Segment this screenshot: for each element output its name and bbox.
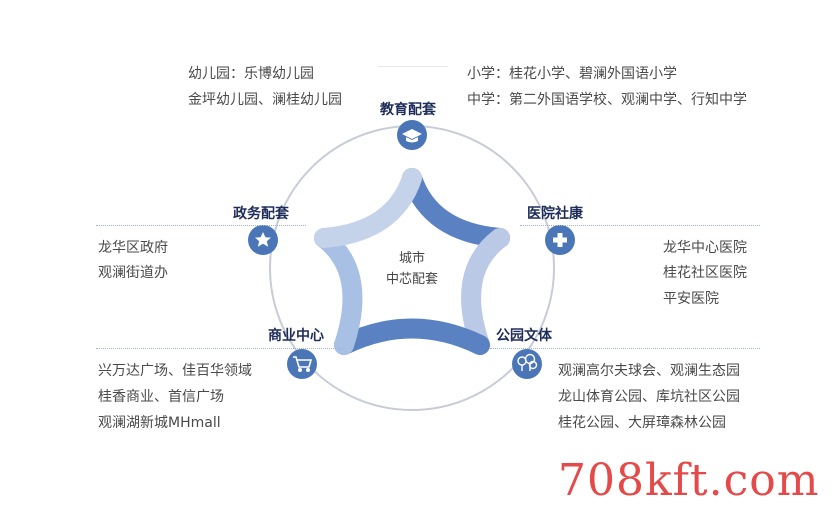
medical-line-2: 桂花社区医院	[663, 265, 747, 281]
park-title: 公园文体	[496, 328, 552, 344]
star-shape	[314, 168, 510, 355]
shopping-cart-icon	[293, 356, 313, 372]
watermark-text: 708kft.com	[558, 455, 820, 506]
commerce-line-2: 桂香商业、首信广场	[98, 389, 224, 405]
park-divider	[490, 348, 760, 349]
government-icon-badge	[248, 225, 278, 255]
medical-cross-icon	[553, 233, 567, 247]
education-left-line-2: 金坪幼儿园、澜桂幼儿园	[188, 92, 342, 108]
medical-line-3: 平安医院	[663, 291, 719, 307]
education-title: 教育配套	[380, 102, 436, 118]
medical-title: 医院社康	[527, 206, 583, 222]
medical-divider	[520, 225, 760, 226]
star-stroke-bottom	[334, 318, 490, 355]
commerce-icon-badge	[287, 349, 317, 379]
education-right-line-1: 小学：桂花小学、碧澜外国语小学	[467, 66, 677, 82]
government-line-1: 龙华区政府	[98, 240, 168, 256]
government-title: 政务配套	[233, 206, 289, 222]
park-line-1: 观澜高尔夫球会、观澜生态园	[558, 363, 740, 379]
center-label-line2: 中芯配套	[385, 272, 438, 287]
government-line-2: 观澜街道办	[98, 265, 168, 281]
star-stroke-left	[314, 228, 363, 355]
center-label-line1: 城市	[398, 251, 425, 266]
commerce-title: 商业中心	[268, 328, 324, 344]
tree-icon	[517, 353, 538, 371]
education-icon-badge	[397, 120, 427, 150]
medical-line-1: 龙华中心医院	[663, 240, 747, 256]
education-left-line-1: 幼儿园：乐博幼儿园	[188, 66, 314, 82]
park-icon-badge	[512, 349, 542, 379]
commerce-line-3: 观澜湖新城MHmall	[98, 415, 221, 431]
star-stroke-top-right	[402, 168, 510, 248]
commerce-divider	[96, 348, 346, 349]
education-right-line-2: 中学：第二外国语学校、观澜中学、行知中学	[467, 92, 747, 108]
star-stroke-top-left	[314, 168, 422, 248]
commerce-line-1: 兴万达广场、佳百华领域	[98, 363, 252, 379]
park-line-2: 龙山体育公园、库坑社区公园	[558, 389, 740, 405]
star-stroke-right	[461, 228, 510, 355]
government-divider	[96, 225, 306, 226]
top-divider	[378, 66, 448, 67]
star-icon	[255, 232, 271, 247]
park-line-3: 桂花公园、大屏璋森林公园	[558, 415, 726, 431]
center-label: 城市 中芯配套	[372, 248, 452, 290]
graduation-cap-icon	[402, 129, 422, 143]
medical-icon-badge	[545, 225, 575, 255]
